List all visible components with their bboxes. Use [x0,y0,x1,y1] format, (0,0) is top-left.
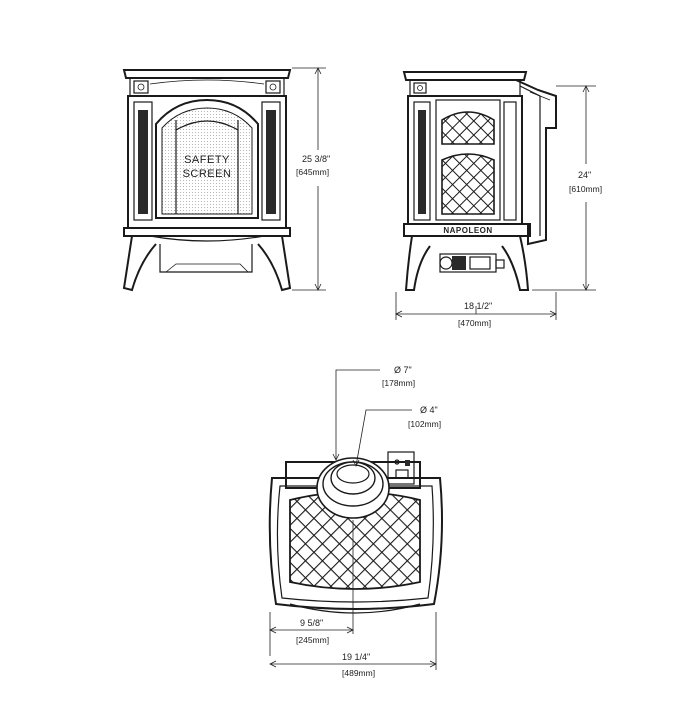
side-column-left [133,101,153,221]
front-height-mm: [645mm] [296,167,329,177]
center-offset-in: 9 5/8" [300,618,323,628]
gas-valve [439,253,505,273]
side-height-dimension: 24" [610mm] [532,85,602,291]
safety-screen-label-2: SCREEN [183,168,232,180]
side-leg-right [501,235,530,291]
flue-collar [316,457,390,519]
front-top-plate [122,69,292,79]
control-box [387,451,415,485]
center-offset-dimension: 9 5/8" [245mm] [269,520,354,656]
side-depth-mm: [470mm] [458,318,491,328]
door-frame [155,98,259,219]
top-surface [268,477,443,610]
side-height-in: 24" [578,170,591,180]
front-height-dimension: 25 3/8" [645mm] [292,67,330,291]
safety-screen-label-1: SAFETY [184,154,230,166]
outer-flue-dimension: Ø 7" [178mm] [332,365,415,461]
inner-flue-dimension: Ø 4" [102mm] [352,405,441,467]
inner-flue-in: Ø 4" [420,405,438,415]
center-offset-mm: [245mm] [296,635,329,645]
side-height-mm: [610mm] [569,184,602,194]
top-view: Ø 7" [178mm] Ø 4" [102mm] 9 5/8" [245mm]… [268,365,443,678]
front-base-plate [123,227,291,237]
front-leg-right [257,235,292,292]
side-upper-grill [441,111,495,145]
side-leg-left [404,235,431,291]
overall-width-dimension: 19 1/4" [489mm] [269,612,437,678]
side-column-right [261,101,281,221]
outer-flue-mm: [178mm] [382,378,415,388]
brand-label: NAPOLEON [443,226,492,235]
side-base-band [403,223,531,237]
outer-flue-in: Ø 7" [394,365,412,375]
corner-ornament-right [265,80,281,94]
front-leg-left [122,235,157,292]
corner-ornament-left [133,80,149,94]
side-lower-grill [441,153,495,215]
width-in: 19 1/4" [342,652,370,662]
width-mm: [489mm] [342,668,375,678]
top-rear-body [285,461,421,489]
safety-screen [161,107,253,215]
front-view: SAFETY SCREEN 25 3/8" [645mm] [122,67,330,292]
front-height-in: 25 3/8" [302,154,330,164]
rear-vent-housing [515,79,557,246]
side-depth-dimension: 18 1/2" [470mm] [395,292,557,328]
side-depth-in: 18 1/2" [464,301,492,311]
inner-flue-mm: [102mm] [408,419,441,429]
side-view: NAPOLEON 24" [610mm] [395,71,602,328]
side-top-plate [402,71,528,81]
